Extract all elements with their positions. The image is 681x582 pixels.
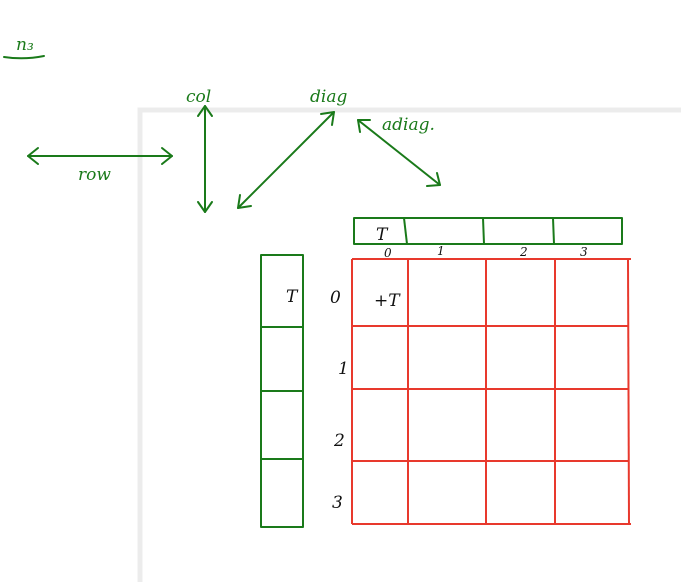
column-index-1: 1 — [437, 244, 445, 258]
top-array-label: T — [376, 225, 389, 245]
row-index-3: 3 — [332, 493, 343, 513]
adiag-label: adiag. — [382, 115, 435, 135]
top-array — [353, 217, 623, 245]
column-index-0: 0 — [384, 246, 392, 260]
col-label: col — [186, 87, 211, 107]
page-border — [137, 107, 681, 582]
chess-grid — [351, 258, 631, 525]
adiag-arrow — [357, 119, 441, 187]
row-index-1: 1 — [338, 359, 349, 379]
row-arrow — [27, 147, 173, 165]
corner-scribble: n₃ — [16, 35, 34, 55]
column-index-3: 3 — [580, 245, 588, 259]
corner-scribble-underline — [3, 55, 45, 60]
cell-0-0-mark: +T — [374, 291, 401, 311]
left-array — [260, 254, 304, 528]
left-array-label: T — [286, 287, 299, 307]
row-label: row — [78, 165, 111, 185]
diag-arrow — [237, 111, 335, 209]
diag-label: diag — [310, 87, 347, 107]
row-index-0: 0 — [330, 288, 341, 308]
row-index-2: 2 — [333, 431, 345, 451]
col-arrow — [197, 105, 213, 213]
column-index-2: 2 — [519, 245, 528, 259]
